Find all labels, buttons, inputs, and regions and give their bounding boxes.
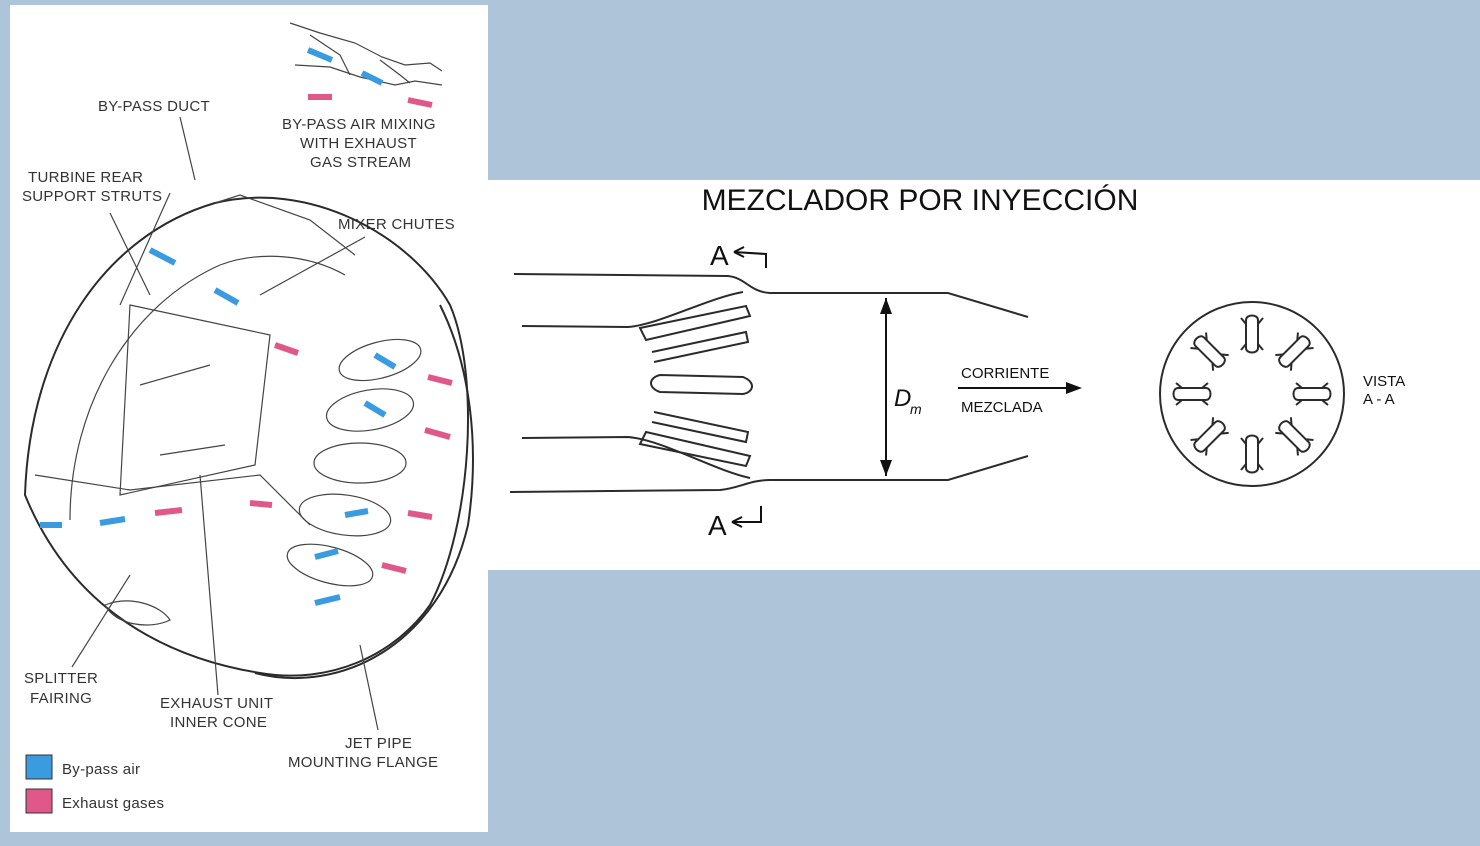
legend-swatch-exhaust: [25, 788, 53, 814]
label-mixing-3: GAS STREAM: [310, 154, 411, 171]
mixer-lobe: [1275, 417, 1314, 456]
mixed-flow-arrow: CORRIENTE MEZCLADA: [958, 365, 1082, 416]
flow-arrows: [40, 247, 453, 606]
mixer-lobe: [1190, 332, 1229, 371]
label-cone-2: INNER CONE: [170, 714, 267, 731]
mixing-inset-sketch: [289, 22, 443, 108]
mixer-lobe: [1275, 332, 1314, 371]
label-flange-1: JET PIPE: [345, 735, 412, 752]
mixer-lobe: [1292, 382, 1332, 406]
label-struts-2: SUPPORT STRUTS: [22, 188, 162, 205]
leader-lines: [71, 116, 379, 731]
flow-label-2: MEZCLADA: [961, 399, 1043, 416]
mixer-lobes: [1172, 314, 1332, 474]
mixer-lobe: [1240, 434, 1264, 474]
label-mixer-chutes: MIXER CHUTES: [338, 216, 455, 233]
injection-mixer-schematic: MEZCLADOR POR INYECCIÓN A A D m CORRIENT…: [509, 184, 1405, 541]
label-bypass-duct: BY-PASS DUCT: [98, 98, 210, 115]
flow-label-1: CORRIENTE: [961, 365, 1049, 382]
mixer-illustration: BY-PASS DUCT BY-PASS AIR MIXING WITH EXH…: [22, 22, 474, 814]
label-splitter-1: SPLITTER: [24, 670, 98, 687]
label-mixing-2: WITH EXHAUST: [300, 135, 417, 152]
mixer-illustration-panel: BY-PASS DUCT BY-PASS AIR MIXING WITH EXH…: [10, 5, 488, 832]
dimension-label-d: D: [894, 385, 911, 412]
legend: By-pass air Exhaust gases: [25, 754, 164, 814]
mixer-lobe: [1240, 314, 1264, 354]
mixing-diameter-dimension: D m: [880, 298, 922, 476]
label-cone-1: EXHAUST UNIT: [160, 695, 273, 712]
mixer-lobe: [1172, 382, 1212, 406]
legend-swatch-bypass: [25, 754, 53, 780]
mixer-lobe: [1190, 417, 1229, 456]
engine-casing: [23, 194, 474, 680]
label-struts-1: TURBINE REAR: [28, 169, 143, 186]
dimension-label-sub: m: [910, 401, 922, 417]
section-marker-bottom: A: [708, 510, 727, 541]
legend-label-exhaust: Exhaust gases: [62, 795, 164, 812]
mixer-duct: [509, 273, 1029, 493]
diagram-title: MEZCLADOR POR INYECCIÓN: [702, 184, 1139, 217]
view-label-2: A - A: [1363, 391, 1395, 408]
label-flange-2: MOUNTING FLANGE: [288, 754, 438, 771]
legend-label-bypass: By-pass air: [62, 761, 140, 778]
label-splitter-2: FAIRING: [30, 690, 92, 707]
section-marker-top: A: [710, 240, 729, 271]
section-view-aa: [1159, 301, 1345, 487]
label-mixing-1: BY-PASS AIR MIXING: [282, 116, 436, 133]
injection-mixer-panel: MEZCLADOR POR INYECCIÓN A A D m CORRIENT…: [488, 180, 1480, 570]
view-label-1: VISTA: [1363, 373, 1405, 390]
